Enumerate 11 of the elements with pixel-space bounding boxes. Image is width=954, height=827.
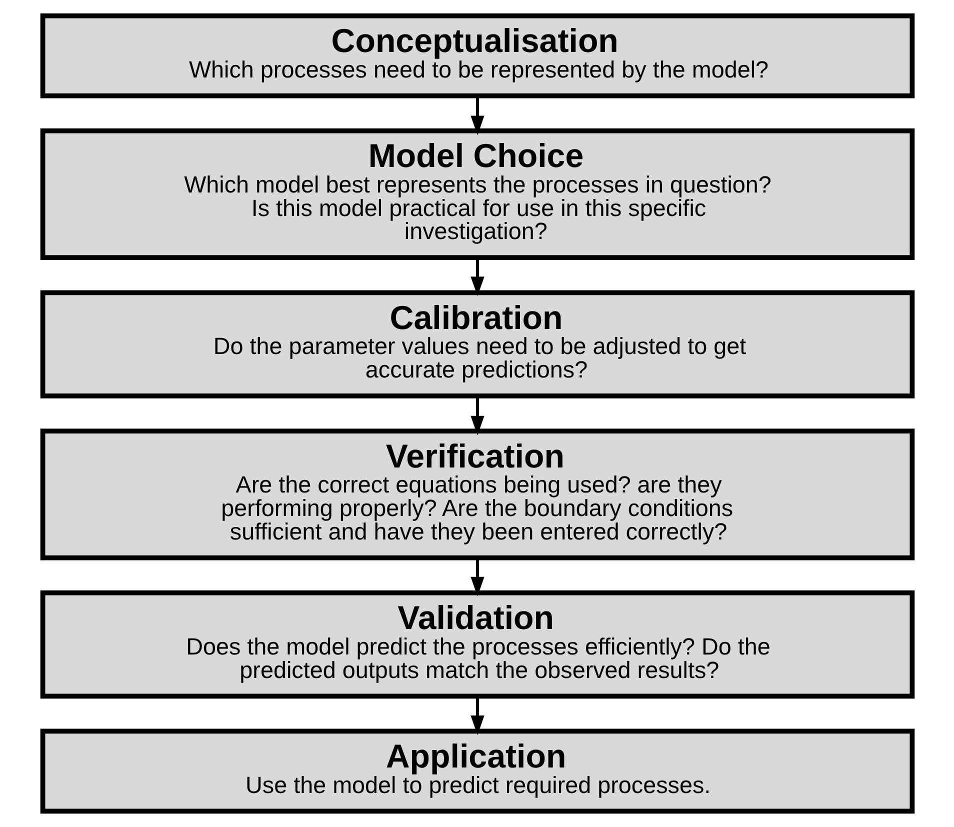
node-box: Model Choice Which model best represents the processes in question? Is this model practical for use in this specific investigation? (40, 128, 914, 260)
node-box: Conceptualisation Which processes need to be represented by the model? (40, 13, 914, 98)
arrow (470, 96, 484, 136)
arrow (470, 696, 484, 736)
node-box: Calibration Do the parameter values need to be adjusted to get accurate predictions? (40, 290, 914, 398)
node-box: Verification Are the correct equations being used? are they performing properly? Are the boundary conditions sufficient and have they been entered correctly? (40, 428, 914, 560)
arrow (470, 396, 484, 436)
arrow (470, 258, 484, 296)
node-box: Application Use the model to predict required processes. (40, 728, 914, 814)
arrow (470, 558, 484, 596)
node-box: Validation Does the model predict the processes efficiently? Do the predicted outputs match the observed results? (40, 590, 914, 699)
